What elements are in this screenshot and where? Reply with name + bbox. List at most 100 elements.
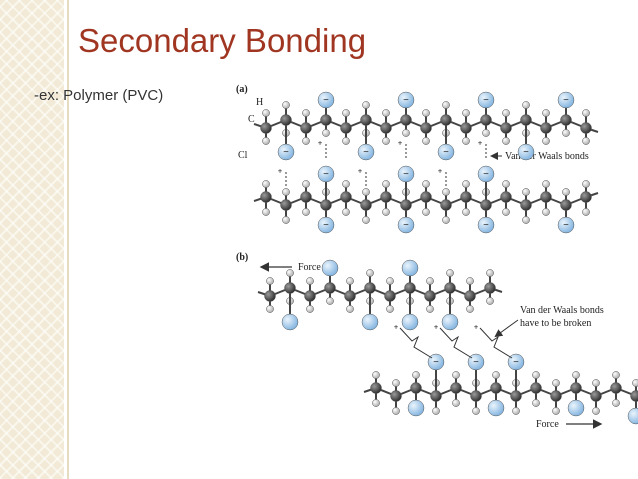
broken-van-der-waals-bond	[479, 327, 513, 359]
carbon-atom	[340, 122, 352, 134]
hydrogen-atom	[266, 305, 274, 313]
chlorine-atom	[441, 313, 459, 331]
chlorine-atom	[627, 407, 638, 425]
dipole-charge: −	[523, 147, 529, 158]
hydrogen-atom	[472, 407, 480, 415]
hydrogen-atom	[632, 379, 638, 387]
hydrogen-atom	[512, 407, 520, 415]
dipole-charge: +	[434, 323, 439, 332]
hydrogen-atom	[382, 109, 390, 117]
bullet-text: -ex: Polymer (PVC)	[34, 87, 164, 104]
hydrogen-atom	[362, 216, 370, 224]
chlorine-atom	[397, 91, 415, 109]
hydrogen-atom	[286, 269, 294, 277]
hydrogen-atom	[462, 180, 470, 188]
hydrogen-atom	[306, 277, 314, 285]
carbon-atom	[280, 199, 292, 211]
hydrogen-atom	[426, 277, 434, 285]
carbon-atom	[280, 114, 292, 126]
chlorine-atom	[437, 143, 455, 161]
hydrogen-atom	[442, 216, 450, 224]
carbon-atom	[444, 282, 456, 294]
dipole-charge: −	[473, 357, 479, 368]
hydrogen-atom	[282, 188, 290, 196]
carbon-atom	[450, 382, 462, 394]
carbon-atom	[460, 191, 472, 203]
hydrogen-atom	[542, 137, 550, 145]
hydrogen-atom	[446, 269, 454, 277]
carbon-atom	[560, 199, 572, 211]
hydrogen-atom	[342, 180, 350, 188]
dipole-charge: +	[438, 167, 443, 176]
hydrogen-atom	[562, 129, 570, 137]
carbon-atom	[464, 290, 476, 302]
broken-van-der-waals-bond	[439, 327, 473, 359]
carbon-atom	[560, 114, 572, 126]
carbon-atom	[510, 390, 522, 402]
hydrogen-atom	[282, 101, 290, 109]
hydrogen-atom	[452, 371, 460, 379]
chlorine-atom	[317, 91, 335, 109]
carbon-atom	[590, 390, 602, 402]
dipole-charge: −	[513, 357, 519, 368]
carbon-atom	[300, 122, 312, 134]
carbon-atom	[440, 199, 452, 211]
carbon-atom	[260, 122, 272, 134]
hydrogen-atom	[452, 399, 460, 407]
chlorine-atom	[281, 313, 299, 331]
carbon-atom	[580, 122, 592, 134]
carbon-atom	[430, 390, 442, 402]
hydrogen-atom	[542, 208, 550, 216]
hydrogen-atom	[372, 399, 380, 407]
hydrogen-atom	[462, 137, 470, 145]
hydrogen-atom	[402, 129, 410, 137]
hydrogen-atom	[552, 407, 560, 415]
chlorine-atom	[477, 91, 495, 109]
carbon-atom	[390, 390, 402, 402]
dipole-charge: +	[278, 167, 283, 176]
carbon-atom	[404, 282, 416, 294]
carbon-atom	[370, 382, 382, 394]
carbon-atom	[400, 199, 412, 211]
hydrogen-atom	[262, 137, 270, 145]
carbon-label: C	[248, 114, 255, 125]
dipole-charge: −	[403, 220, 409, 231]
hydrogen-atom	[342, 208, 350, 216]
hydrogen-atom	[522, 188, 530, 196]
hydrogen-atom	[552, 379, 560, 387]
carbon-atom	[424, 290, 436, 302]
carbon-atom	[460, 122, 472, 134]
carbon-atom	[580, 191, 592, 203]
chlorine-atom	[361, 313, 379, 331]
hydrogen-atom	[322, 129, 330, 137]
hydrogen-atom	[382, 137, 390, 145]
chlorine-atom	[407, 399, 425, 417]
chlorine-atom	[557, 91, 575, 109]
hydrogen-atom	[442, 101, 450, 109]
hydrogen-atom	[302, 137, 310, 145]
hydrogen-atom	[262, 180, 270, 188]
chlorine-atom	[557, 216, 575, 234]
carbon-atom	[260, 191, 272, 203]
hydrogen-atom	[462, 208, 470, 216]
carbon-atom	[284, 282, 296, 294]
callout-pointer	[494, 319, 519, 338]
force-label-top: Force	[298, 262, 321, 273]
carbon-atom	[480, 114, 492, 126]
hydrogen-atom	[392, 407, 400, 415]
chlorine-atom	[401, 313, 419, 331]
dipole-charge: −	[563, 220, 569, 231]
carbon-atom	[304, 290, 316, 302]
hydrogen-atom	[342, 109, 350, 117]
hydrogen-atom	[306, 305, 314, 313]
panel-b-label: (b)	[236, 252, 248, 263]
broken-van-der-waals-bond	[399, 327, 433, 359]
hydrogen-atom	[532, 371, 540, 379]
panel-a-label: (a)	[236, 84, 248, 95]
carbon-atom	[410, 382, 422, 394]
dipole-charge: +	[394, 323, 399, 332]
hydrogen-atom	[262, 208, 270, 216]
van-der-waals-callout-a: Van der Waals bonds	[505, 151, 589, 162]
carbon-atom	[484, 282, 496, 294]
